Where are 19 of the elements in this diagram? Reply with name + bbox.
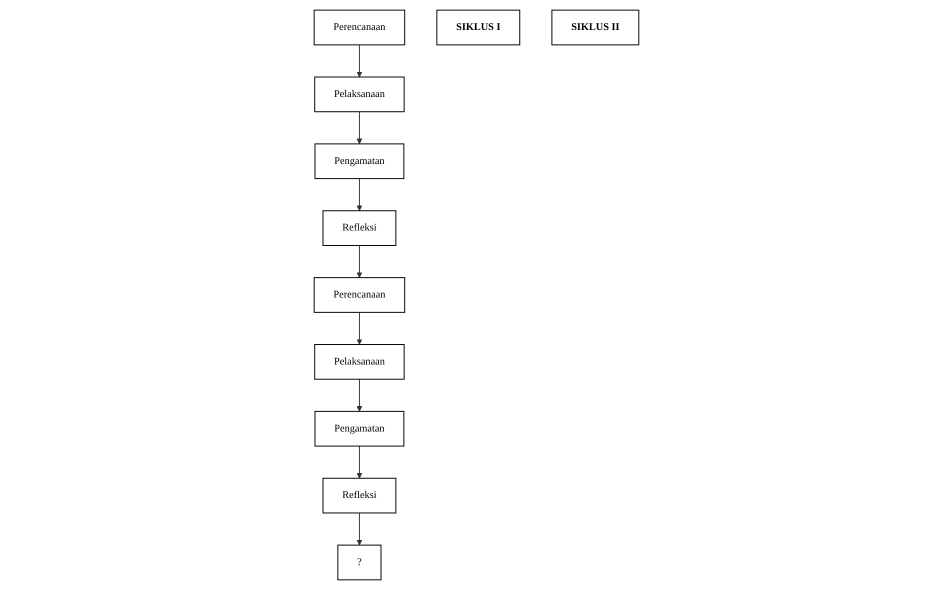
- node-box: SIKLUS I: [436, 10, 520, 46]
- arrow: [356, 312, 362, 345]
- node-box: Perencanaan: [313, 277, 405, 313]
- arrow: [356, 446, 362, 478]
- node-box: SIKLUS II: [550, 10, 639, 46]
- node-box: Refleksi: [322, 210, 396, 246]
- arrow: [356, 111, 362, 144]
- arrow: [356, 44, 362, 78]
- arrow: [356, 512, 362, 546]
- arrow: [356, 245, 362, 278]
- node-box: Pengamatan: [314, 410, 404, 447]
- arrow: [356, 378, 362, 412]
- node-box: Refleksi: [322, 478, 396, 514]
- node-box: ?: [336, 544, 381, 580]
- node-box: Pengamatan: [314, 143, 404, 180]
- arrow: [356, 178, 362, 212]
- node-box: Pelaksanaan: [314, 344, 404, 380]
- node-box: Perencanaan: [313, 10, 405, 46]
- node-box: Pelaksanaan: [314, 76, 404, 112]
